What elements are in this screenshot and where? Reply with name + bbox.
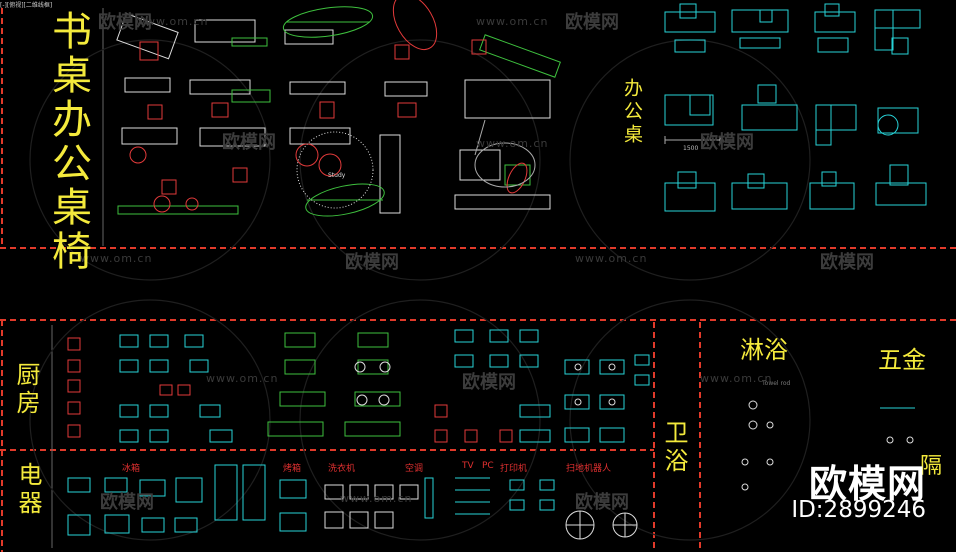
- section-title-appliance: 电器: [14, 462, 42, 518]
- sublabel-pc: PC: [482, 461, 494, 471]
- section-title-hardware: 五金: [878, 346, 926, 374]
- watermark-cn: 欧模网: [98, 12, 152, 33]
- section-title-office-desk: 办公桌: [621, 78, 643, 147]
- dimension-text: 1500: [683, 145, 699, 152]
- sublabel-fridge: 冰箱: [122, 464, 141, 474]
- watermark-url: www.om.cn: [575, 252, 648, 265]
- partial-title: 隔: [920, 454, 943, 479]
- section-title-kitchen: 厨房: [12, 362, 40, 418]
- sublabel-washer: 洗衣机: [328, 464, 356, 474]
- watermark-cn: 欧模网: [820, 252, 874, 273]
- watermark-cn: 欧模网: [100, 492, 154, 513]
- watermark-url: www.om.cn: [476, 15, 549, 28]
- watermark-url: www.om.cn: [340, 492, 413, 505]
- brand-logo-text: 欧模网: [808, 462, 926, 506]
- watermark-cn: 欧模网: [700, 132, 754, 153]
- section-title-shower: 淋浴: [740, 336, 788, 364]
- sublabel-ac: 空调: [405, 464, 424, 474]
- desk-chair-symbols: [116, 0, 561, 217]
- bath-symbols: [741, 400, 915, 491]
- faint-note: Towel rod: [762, 380, 791, 387]
- watermark-url: www.om.cn: [700, 372, 773, 385]
- section-borders: [0, 8, 956, 552]
- office-desk-symbols: [664, 3, 927, 212]
- stamp-text: Study: [328, 172, 346, 179]
- sublabel-oven: 烤箱: [283, 464, 302, 474]
- watermark-cn: 欧模网: [345, 252, 399, 273]
- watermark-url: www.om.cn: [136, 15, 209, 28]
- watermark-cn: 欧模网: [565, 12, 619, 33]
- model-id: ID:2899246: [791, 497, 926, 523]
- watermark-url: www.om.cn: [476, 137, 549, 150]
- sublabel-printer: 打印机: [500, 464, 528, 474]
- watermark-cn: 欧模网: [222, 132, 276, 153]
- appliance-symbols: [67, 464, 638, 540]
- watermark-circles: [29, 39, 811, 541]
- kitchen-symbols: [67, 329, 650, 443]
- sublabel-tv: TV: [462, 461, 474, 471]
- sublabel-robot: 扫地机器人: [566, 464, 612, 474]
- watermark-cn: 欧模网: [462, 372, 516, 393]
- watermark-cn: 欧模网: [575, 492, 629, 513]
- viewport-tab-label[interactable]: [-][俯视][二维线框]: [0, 2, 53, 9]
- watermark-url: www.om.cn: [206, 372, 279, 385]
- watermark-url: www.om.cn: [80, 252, 153, 265]
- section-title-desk-chair: 书桌办公桌椅: [45, 10, 91, 274]
- section-title-bath: 卫浴: [660, 420, 688, 476]
